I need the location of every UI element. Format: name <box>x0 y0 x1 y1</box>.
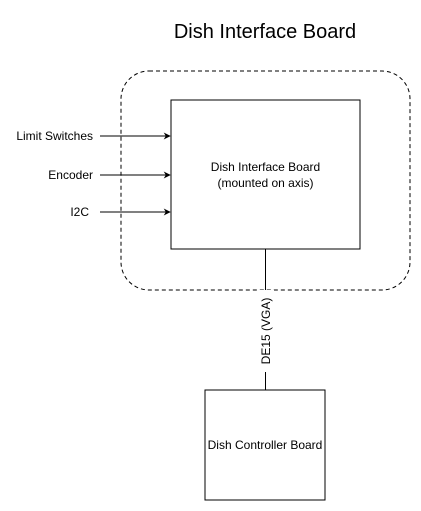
interface-board-node[interactable]: Dish Interface Board (mounted on axis) <box>170 99 361 250</box>
input-label-limit-switches: Limit Switches <box>16 129 93 143</box>
controller-board-label: Dish Controller Board <box>208 438 323 452</box>
connection-label: DE15 (VGA) <box>259 298 273 365</box>
interface-board-box <box>170 99 361 250</box>
input-label-i2c: I2C <box>70 205 89 219</box>
connection-label-background <box>258 290 274 372</box>
input-label-encoder: Encoder <box>48 168 93 182</box>
controller-board-node[interactable]: Dish Controller Board <box>204 389 326 501</box>
diagram-title: Dish Interface Board <box>174 21 356 43</box>
input-limit-switches: Limit Switches <box>16 129 171 143</box>
controller-board-box <box>204 389 326 501</box>
input-i2c: I2C <box>70 205 171 219</box>
interface-board-sublabel: (mounted on axis) <box>217 176 313 190</box>
axis-enclosure <box>120 70 411 291</box>
input-encoder: Encoder <box>48 168 171 182</box>
interface-board-label: Dish Interface Board <box>211 160 320 174</box>
